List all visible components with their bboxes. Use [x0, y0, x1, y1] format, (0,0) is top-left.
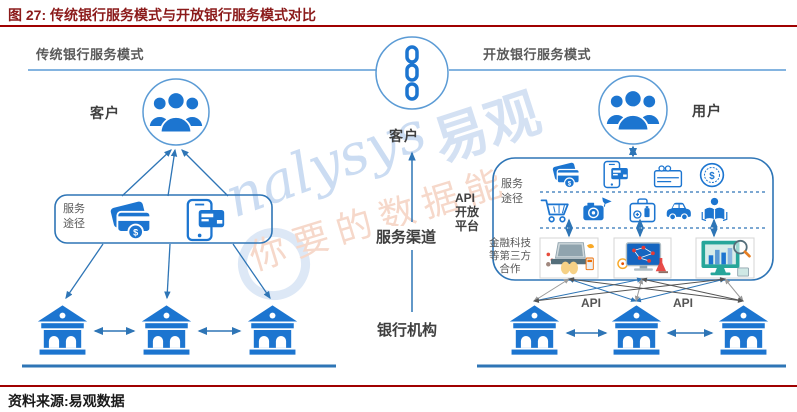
left-converge-connectors	[121, 148, 229, 197]
left-service-path-label: 服务 途径	[63, 202, 85, 232]
gift-card-icon	[653, 165, 683, 188]
bank-building-icon	[141, 305, 192, 355]
wallet-card-icon	[551, 161, 580, 189]
book-reader-icon	[701, 197, 728, 222]
left-customer-label: 客户	[90, 105, 120, 121]
mobile-payment-icon	[186, 198, 226, 242]
travel-camera-icon	[582, 196, 613, 221]
center-customer-label: 客户	[389, 128, 419, 144]
api-platform-label: API 开放 平台	[455, 191, 479, 233]
left-customer-circle	[142, 78, 210, 146]
api-label-right: API	[673, 296, 694, 310]
fintech-line3: 合作	[499, 263, 521, 275]
service-path-line1: 服务	[63, 203, 85, 215]
api-label-left: API	[581, 296, 602, 310]
bank-building-icon	[509, 305, 560, 355]
chain-circle	[375, 36, 449, 110]
left-bank-connectors	[65, 243, 271, 300]
bank-institution-label: 银行机构	[377, 322, 438, 339]
dollar-coin-icon	[699, 162, 725, 188]
footer-rule	[0, 385, 797, 387]
left-service-box	[54, 194, 273, 244]
service-channel-label: 服务渠道	[374, 226, 439, 247]
title-underline	[0, 25, 797, 27]
api-platform-line1: API	[455, 191, 476, 205]
bank-building-icon	[247, 305, 298, 355]
api-platform-line3: 平台	[455, 219, 480, 233]
bank-building-icon	[718, 305, 769, 355]
bank-building-icon	[611, 305, 662, 355]
bank-building-icon	[37, 305, 88, 355]
mobile-payment-icon	[603, 160, 629, 189]
right-user-label: 用户	[692, 103, 722, 119]
api-mesh	[533, 277, 744, 303]
right-panel-header: 开放银行服务模式	[483, 47, 592, 62]
car-icon	[666, 202, 692, 221]
medical-kit-icon	[629, 198, 656, 223]
fintech-link-arrows	[565, 218, 718, 238]
wallet-card-icon	[109, 199, 152, 241]
service-path-line1: 服务	[501, 178, 523, 190]
fintech-partner-label: 金融科技 等第三方 合作	[489, 237, 531, 276]
left-panel-header: 传统银行服务模式	[36, 47, 145, 62]
source-note: 资料来源:易观数据	[8, 393, 125, 409]
shopping-cart-icon	[540, 199, 569, 223]
right-service-path-label: 服务 途径	[501, 177, 523, 207]
right-user-circle	[598, 75, 668, 145]
fintech-line1: 金融科技	[489, 237, 531, 249]
figure-title: 图 27: 传统银行服务模式与开放银行服务模式对比	[8, 7, 317, 23]
api-platform-line2: 开放	[455, 205, 480, 219]
service-path-line2: 途径	[63, 218, 85, 230]
service-path-line2: 途径	[501, 193, 523, 205]
fintech-line2: 等第三方	[489, 250, 531, 262]
